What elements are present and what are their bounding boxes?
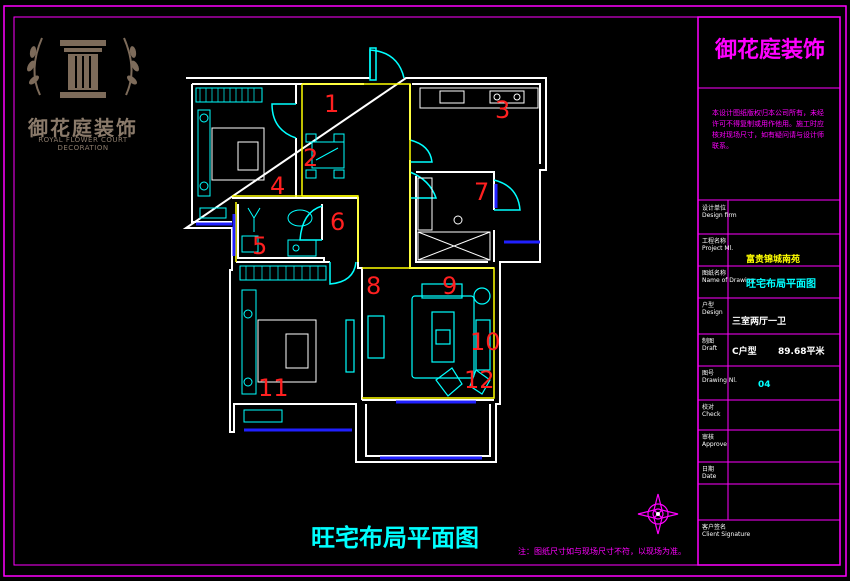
room-number-5: 5 — [252, 232, 267, 260]
zone-outlines — [232, 83, 495, 399]
windows — [196, 184, 540, 460]
copyright-description: 本设计图纸版权归本公司所有，未经许可不得复制或用作他用。施工时应核对现场尺寸，如… — [712, 109, 824, 150]
room-number-11: 11 — [258, 374, 289, 402]
drawing-no-value: 04 — [758, 380, 771, 390]
room-number-8: 8 — [366, 272, 381, 300]
room-number-1: 1 — [324, 90, 339, 118]
layout-value: 三室两厅一卫 — [732, 317, 787, 327]
bedroom-2-furniture — [239, 265, 327, 423]
plan-title: 旺宅布局平面图 — [311, 524, 479, 552]
room-number-12: 12 — [464, 366, 495, 394]
storage-cabinet — [417, 177, 491, 261]
project-value: 富贵锦城南苑 — [746, 255, 801, 265]
bedroom-1-furniture — [195, 87, 265, 219]
living-room-furniture — [345, 283, 491, 397]
inner-frame — [13, 16, 841, 566]
room-number-4: 4 — [270, 172, 285, 200]
brand-name: 御花庭装饰 — [714, 38, 825, 63]
room-number-3: 3 — [495, 96, 510, 124]
logo-name-cn: 御花庭装饰 — [28, 116, 138, 140]
column-laurel-logo — [27, 37, 139, 98]
title-block-grid — [698, 87, 840, 521]
kitchen — [419, 87, 539, 109]
room-number-10: 10 — [470, 328, 501, 356]
area-value: 89.68平米 — [778, 347, 825, 357]
room-number-2: 2 — [303, 144, 318, 172]
compass-icon — [637, 493, 679, 535]
room-numbers: 1 2 3 4 5 6 7 8 9 10 11 12 — [252, 90, 510, 402]
room-number-9: 9 — [442, 272, 457, 300]
title-block-frame — [697, 16, 841, 566]
bathroom-fixtures — [241, 207, 317, 257]
doors — [271, 47, 521, 285]
logo-name-en: ROYAL FLOWER COURT DECORATION — [38, 136, 128, 152]
outer-frame — [3, 5, 847, 577]
plan-note: 注：图纸尺寸如与现场尺寸不符，以现场为准。 — [518, 547, 686, 556]
unit-type: C户型 — [732, 347, 757, 357]
room-number-7: 7 — [474, 178, 489, 206]
dining-furniture — [305, 133, 345, 179]
room-number-6: 6 — [330, 208, 345, 236]
drawing-name-value: 旺宅布局平面图 — [746, 279, 816, 290]
